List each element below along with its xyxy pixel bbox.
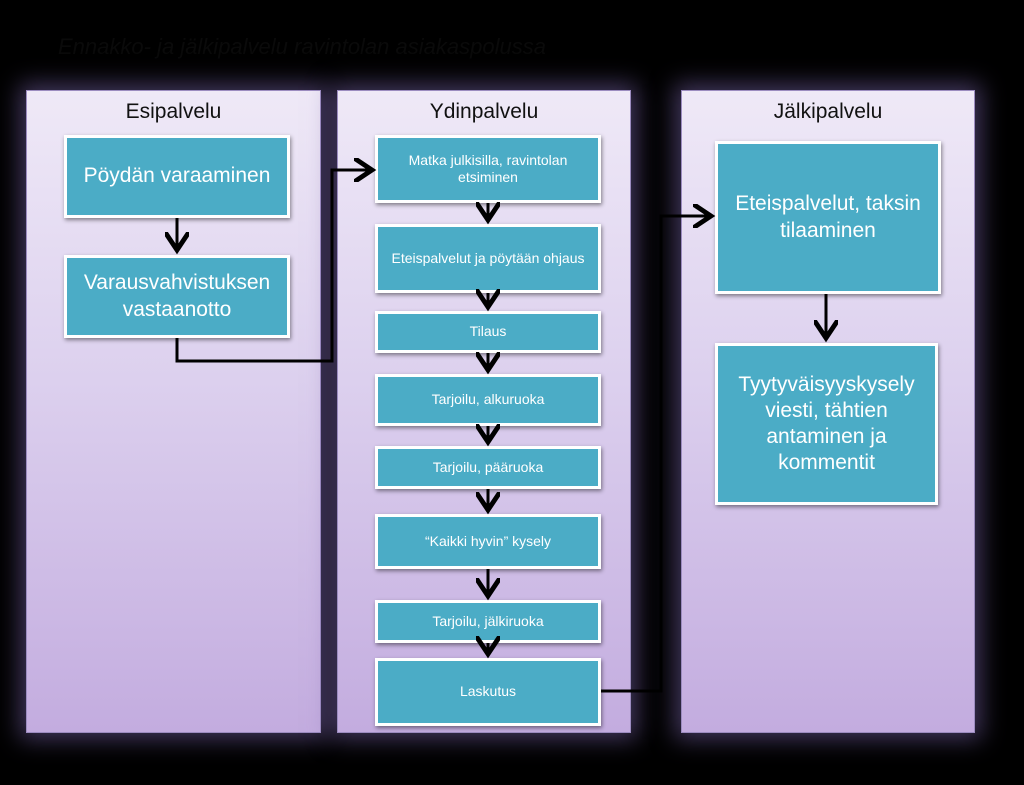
step-poydan-varaaminen: Pöydän varaaminen <box>64 135 290 218</box>
column-title-esipalvelu: Esipalvelu <box>125 100 222 123</box>
column-title-jalkipalvelu: Jälkipalvelu <box>773 100 883 123</box>
step-matka-julkisilla: Matka julkisilla, ravintolan etsiminen <box>375 135 601 203</box>
step-varausvahvistuksen-vastaanotto: Varausvahvistuksen vastaanotto <box>64 255 290 338</box>
column-title-ydinpalvelu: Ydinpalvelu <box>429 100 539 123</box>
step-kaikki-hyvin-kysely: “Kaikki hyvin” kysely <box>375 514 601 569</box>
step-tarjoilu-alkuruoka: Tarjoilu, alkuruoka <box>375 374 601 426</box>
step-tarjoilu-paaruoka: Tarjoilu, pääruoka <box>375 446 601 489</box>
step-eteispalvelut-taksi: Eteispalvelut, taksin tilaaminen <box>715 141 941 294</box>
step-eteispalvelut-ohjaus: Eteispalvelut ja pöytään ohjaus <box>375 224 601 293</box>
step-laskutus: Laskutus <box>375 658 601 726</box>
page-title: Ennakko- ja jälkipalvelu ravintolan asia… <box>58 34 546 59</box>
step-tilaus: Tilaus <box>375 311 601 353</box>
step-tyytyvaisyyskysely: Tyytyväisyyskysely viesti, tähtien antam… <box>715 343 938 505</box>
step-tarjoilu-jalkiruoka: Tarjoilu, jälkiruoka <box>375 600 601 643</box>
